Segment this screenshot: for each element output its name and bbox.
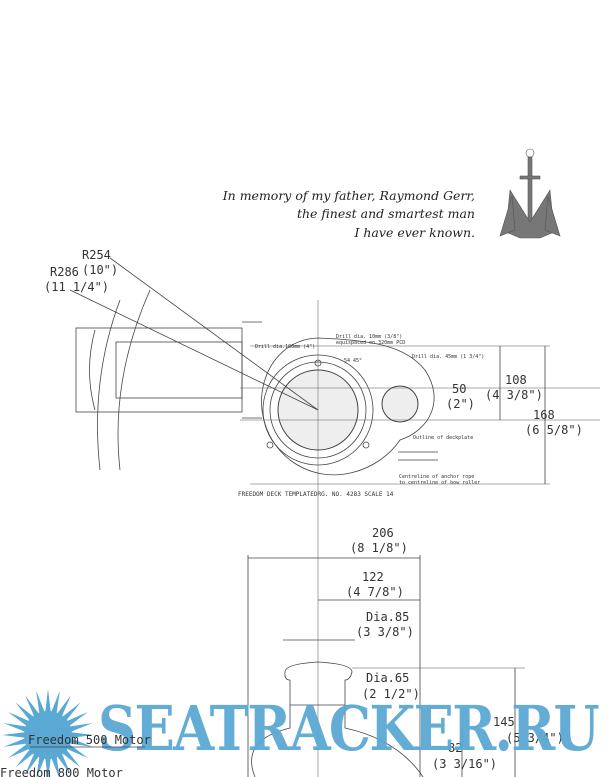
top-view: R254 (10") R286 (11 1/4") 108 (4 3/8") 5… [44, 248, 600, 498]
note-rope-2: to centreline of bow roller [399, 480, 480, 486]
label-82-in: (3 3/16") [432, 757, 497, 771]
label-108-in: (4 3/8") [485, 388, 543, 402]
note-rope-1: Centreline of anchor rope [399, 474, 474, 480]
note-outline: Outline of deckplate [413, 435, 473, 441]
label-dia65-in: (2 1/2") [362, 687, 420, 701]
label-motor-500: Freedom 500 Motor [28, 733, 151, 747]
label-r254: R254 [82, 248, 111, 262]
label-206-in: (8 1/8") [350, 541, 408, 555]
label-dia65: Dia.65 [366, 671, 409, 685]
dedication: In memory of my father, Raymond Gerr, th… [222, 188, 475, 240]
note-drill-45: Drill dia. 45mm (1 3/4") [412, 354, 484, 360]
label-145: 145 [493, 715, 515, 729]
dedication-line-3: I have ever known. [353, 225, 475, 240]
label-motor-800: Freedom 800 Motor [0, 766, 123, 777]
label-r254-in: (10") [82, 263, 118, 277]
label-r286-in: (11 1/4") [44, 280, 109, 294]
label-206: 206 [372, 526, 394, 540]
label-50-in: (2") [446, 397, 475, 411]
label-168: 168 [533, 408, 555, 422]
dedication-line-1: In memory of my father, Raymond Gerr, [222, 188, 475, 203]
label-r286: R286 [50, 265, 79, 279]
note-pcd: equispaced on 320mm PCD [336, 340, 405, 346]
label-145-in: (5 3/4") [506, 731, 564, 745]
note-drill-10: Drill dia. 10mm (3/8") [336, 334, 402, 340]
label-108: 108 [505, 373, 527, 387]
label-168-in: (6 5/8") [525, 423, 583, 437]
side-view: 206 (8 1/8") 122 (4 7/8") Dia.85 (3 3/8"… [247, 300, 564, 777]
label-82: 82 [448, 741, 462, 755]
label-dia85-in: (3 3/8") [356, 625, 414, 639]
drawing-caption: FREEDOM DECK TEMPLATEDRG. NO. 4283 SCALE… [238, 491, 394, 498]
label-122: 122 [362, 570, 384, 584]
label-122-in: (4 7/8") [346, 585, 404, 599]
note-drill-100: Drill dia.100mm (4") [255, 344, 315, 350]
label-50: 50 [452, 382, 466, 396]
note-angle: 54 45° [344, 358, 362, 364]
label-dia85: Dia.85 [366, 610, 409, 624]
dedication-line-2: the finest and smartest man [297, 206, 475, 221]
watermark-text: SEATRACKER.RU [98, 692, 599, 765]
anchor-icon [499, 148, 561, 239]
